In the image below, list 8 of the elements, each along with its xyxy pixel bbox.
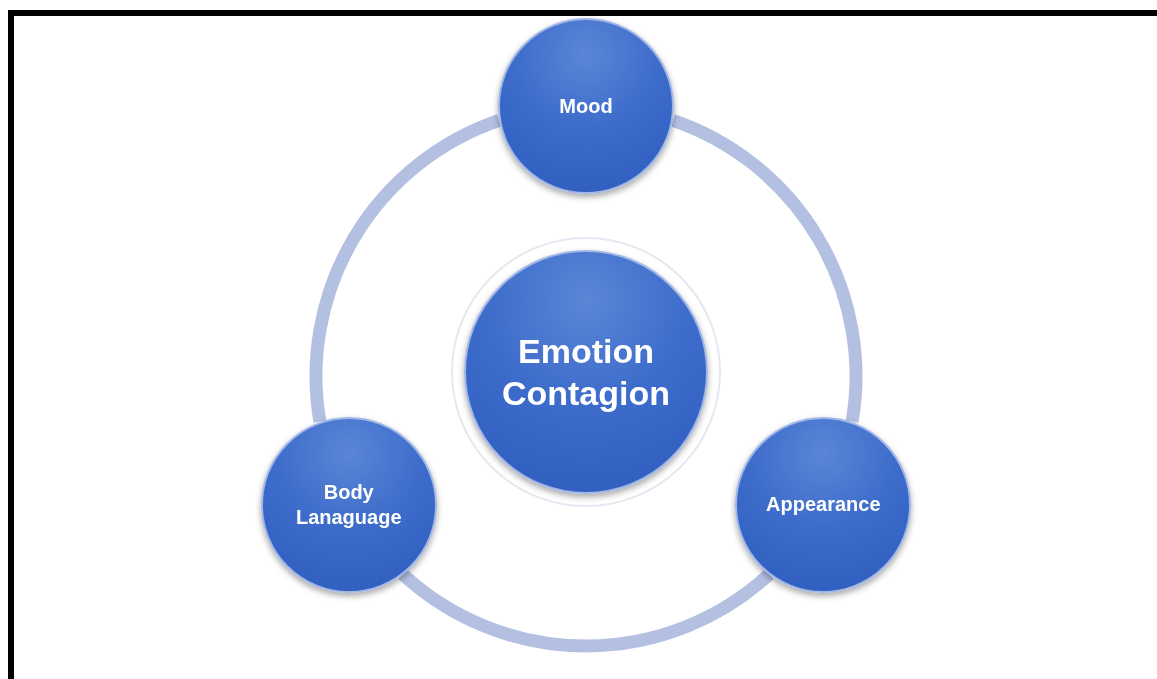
node-label: Appearance: [766, 492, 881, 518]
circle-node: [464, 250, 708, 494]
node-label: Emotion Contagion: [500, 330, 672, 414]
node-label: Mood: [559, 93, 613, 119]
ring-connector: [398, 569, 774, 653]
ring-connector: [670, 114, 863, 423]
ring-connector: [309, 114, 502, 423]
node-label: Body Lanaguage: [294, 479, 403, 530]
